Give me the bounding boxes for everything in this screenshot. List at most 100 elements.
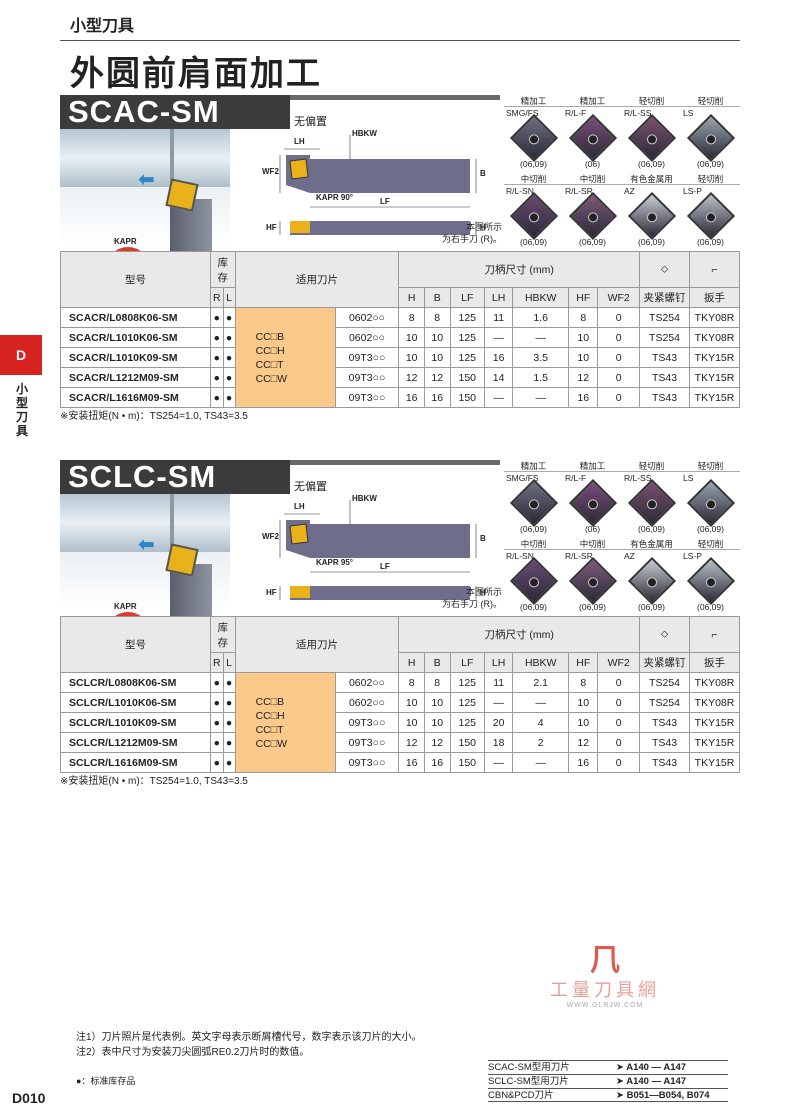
model-cell: SCLCR/L0808K06-SM [60,672,211,693]
dim-cell: 0 [597,752,640,773]
insert-cell[interactable]: 轻切削 LS-P (06,09) [681,173,740,251]
reference-row[interactable]: SCLC-SM型用刀片 ➤ A140 — A147 [488,1074,728,1088]
insert-type: CC□H [255,709,285,722]
insert-header: 适用刀片 [234,251,400,308]
insert-cell[interactable]: 精加工 SMG/FS (06,09) [504,460,563,538]
insert-image-icon [686,113,736,163]
torque-note: ※安装扭矩(N • m)：TS254=1.0, TS43=3.5 [60,776,248,787]
dim-cell: 16 [484,347,514,368]
dimension-diagram: LH HBKW WF2 B LF KAPR 95° HF H [240,494,502,616]
h-label: H [480,223,486,232]
insert-cell[interactable]: 轻切削 LS (06,09) [681,460,740,538]
kapr-dim-label: KAPR 95° [316,558,353,567]
insert-type: CC□W [255,737,288,750]
tool-photo: ⬅ KAPR 95° [60,494,230,656]
banner-strip [290,95,500,100]
insert-code: LS [683,108,694,118]
reference-label: CBN&PCD刀片 [488,1090,554,1101]
insert-cell[interactable]: 有色金属用 AZ (06,09) [622,173,681,251]
workpiece-icon [60,129,230,187]
insert-code: R/L-SN [506,551,534,561]
insert-code: SMG/FS [506,108,539,118]
reference-row[interactable]: CBN&PCD刀片 ➤ B051—B054, B074 [488,1088,728,1102]
insert-cell: 09T3○○ [334,387,400,408]
dim-cell: 10 [398,692,425,713]
insert-image-icon [509,113,559,163]
dim-cell: 0 [597,367,640,388]
insert-cell[interactable]: 精加工 SMG/FS (06,09) [504,95,563,173]
insert-cell[interactable]: 有色金属用 AZ (06,09) [622,538,681,616]
insert-category: 轻切削 [622,460,681,472]
reference-pages[interactable]: ➤ A140 — A147 [616,1076,687,1087]
dim-cell: 16 [398,387,425,408]
dim-cell: 10 [398,327,425,348]
reference-pages[interactable]: ➤ A140 — A147 [616,1062,687,1073]
dim-cell: 0 [597,732,640,753]
insert-type: CC□W [255,372,288,385]
insert-cell[interactable]: 轻切削 R/L-SS (06,09) [622,95,681,173]
insert-type: CC□T [255,358,284,371]
insert-cell[interactable]: 轻切削 LS (06,09) [681,95,740,173]
insert-code: LS [683,473,694,483]
insert-code: R/L-SS [624,108,652,118]
insert-cell: 09T3○○ [334,732,400,753]
lf-label: LF [380,197,390,206]
dim-col-header: LF [449,652,486,673]
insert-size: (06,09) [697,159,724,169]
logo-text: 工量刀具網 [550,980,660,1000]
table-row[interactable]: SCLCR/L0808K06-SM ● ● CC□B CC□H CC□T CC□… [60,672,740,773]
insert-cell[interactable]: 精加工 R/L-F (06) [563,460,622,538]
dim-cell: 150 [449,732,486,753]
reference-row[interactable]: SCAC-SM型用刀片 ➤ A140 — A147 [488,1060,728,1074]
dim-col-header: WF2 [597,287,640,308]
insert-cell[interactable]: 轻切削 R/L-SS (06,09) [622,460,681,538]
insert-cell[interactable]: 中切削 R/L-SR (06,09) [563,173,622,251]
insert-cell[interactable]: 精加工 R/L-F (06) [563,95,622,173]
insert-cell[interactable]: 中切削 R/L-SN (06,09) [504,538,563,616]
wrench-header: 扳手 [689,287,740,308]
workpiece-icon [60,494,230,552]
insert-gallery: 精加工 SMG/FS (06,09) 精加工 R/L-F (06) 轻切削 R/… [504,95,740,251]
wrench-cell: TKY08R [689,307,740,328]
wrench-cell: TKY08R [689,672,740,693]
insert-code: AZ [624,186,635,196]
wrench-icon: ⌐ [689,616,740,653]
reference-pages[interactable]: ➤ B051—B054, B074 [616,1090,710,1101]
stock-l: ● [222,672,236,693]
insert-image-icon [627,556,677,606]
dimension-diagram: LH HBKW WF2 B LF KAPR 90° HF H [240,129,502,251]
tool-photo: ⬅ KAPR 90° [60,129,230,291]
section-title: SCAC-SM [60,95,290,129]
banner-strip [290,460,500,465]
dim-cell: 0 [597,692,640,713]
wrench-cell: TKY15R [689,367,740,388]
stock-r: ● [210,752,224,773]
screw-cell: TS254 [639,307,690,328]
dim-cell: 8 [423,307,451,328]
stock-l: ● [222,712,236,733]
insert-cell[interactable]: 中切削 R/L-SR (06,09) [563,538,622,616]
side-tab-letter[interactable]: D [0,335,42,375]
wrench-cell: TKY08R [689,692,740,713]
screw-cell: TS43 [639,712,690,733]
screw-cell: TS43 [639,367,690,388]
screw-cell: TS43 [639,387,690,408]
table-row[interactable]: SCACR/L0808K06-SM ● ● CC□B CC□H CC□T CC□… [60,307,740,408]
wrench-cell: TKY08R [689,327,740,348]
dim-cell: 1.6 [512,307,570,328]
kapr-label: KAPR [114,237,137,246]
insert-cell[interactable]: 轻切削 LS-P (06,09) [681,538,740,616]
insert-cell[interactable]: 中切削 R/L-SN (06,09) [504,173,563,251]
insert-category: 轻切削 [681,538,740,550]
dim-cell: 10 [568,347,599,368]
